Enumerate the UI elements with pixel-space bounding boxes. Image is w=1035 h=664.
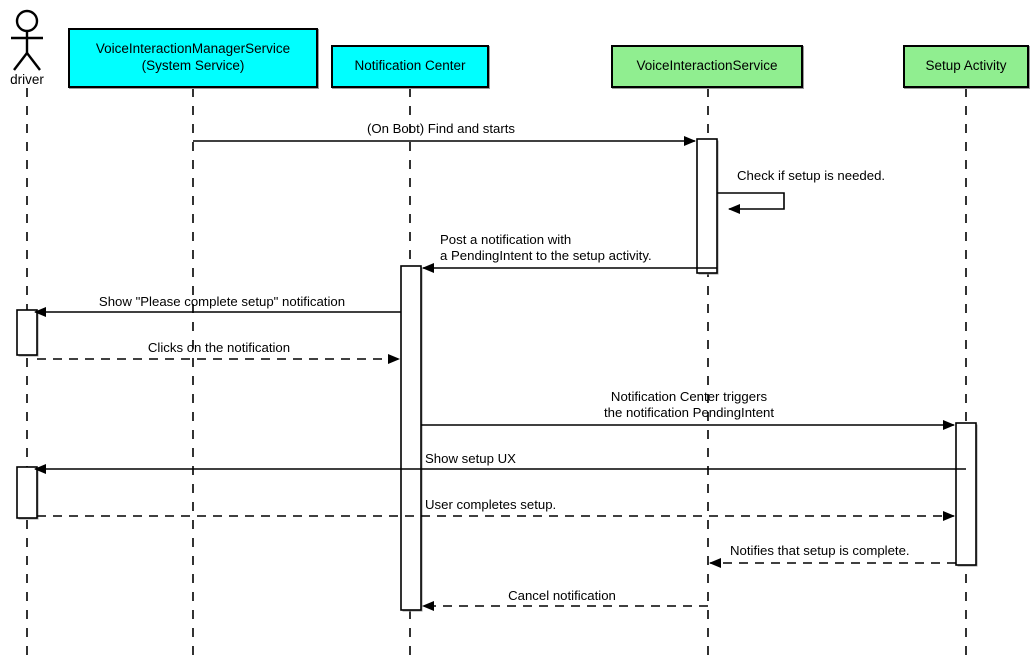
activation-bar-setup_activity	[955, 422, 977, 566]
message-label-m4: Show "Please complete setup" notificatio…	[98, 294, 346, 309]
participant-box-notification_center[interactable]: Notification Center	[331, 45, 489, 88]
message-label-m5: Clicks on the notification	[147, 340, 291, 355]
message-arrow-m2	[717, 192, 785, 214]
activation-bar-driver	[16, 309, 38, 356]
participant-box-vims[interactable]: VoiceInteractionManagerService(System Se…	[68, 28, 318, 88]
message-label-m8: User completes setup.	[425, 497, 557, 512]
actor-driver-icon	[11, 9, 43, 71]
actor-label-driver: driver	[10, 72, 44, 87]
activation-bar-vis	[696, 138, 718, 274]
message-label-m10: Cancel notification	[508, 588, 616, 603]
participant-box-vis[interactable]: VoiceInteractionService	[611, 45, 803, 88]
participant-label-vis: VoiceInteractionService	[636, 58, 778, 74]
activation-bar-notification_center	[400, 265, 422, 611]
participant-label-vims: VoiceInteractionManagerService(System Se…	[95, 41, 291, 73]
message-label-m7: Show setup UX	[425, 451, 516, 466]
message-label-m9: Notifies that setup is complete.	[730, 543, 910, 558]
message-label-m1: (On Boot) Find and starts	[366, 121, 516, 136]
participant-box-setup_activity[interactable]: Setup Activity	[903, 45, 1029, 88]
participant-label-notification_center: Notification Center	[354, 58, 466, 74]
activation-bar-driver	[16, 466, 38, 519]
participant-label-setup_activity: Setup Activity	[925, 58, 1007, 74]
message-label-m2: Check if setup is needed.	[737, 168, 886, 183]
activation-bars-group	[16, 138, 978, 612]
message-lines-group	[34, 136, 966, 611]
